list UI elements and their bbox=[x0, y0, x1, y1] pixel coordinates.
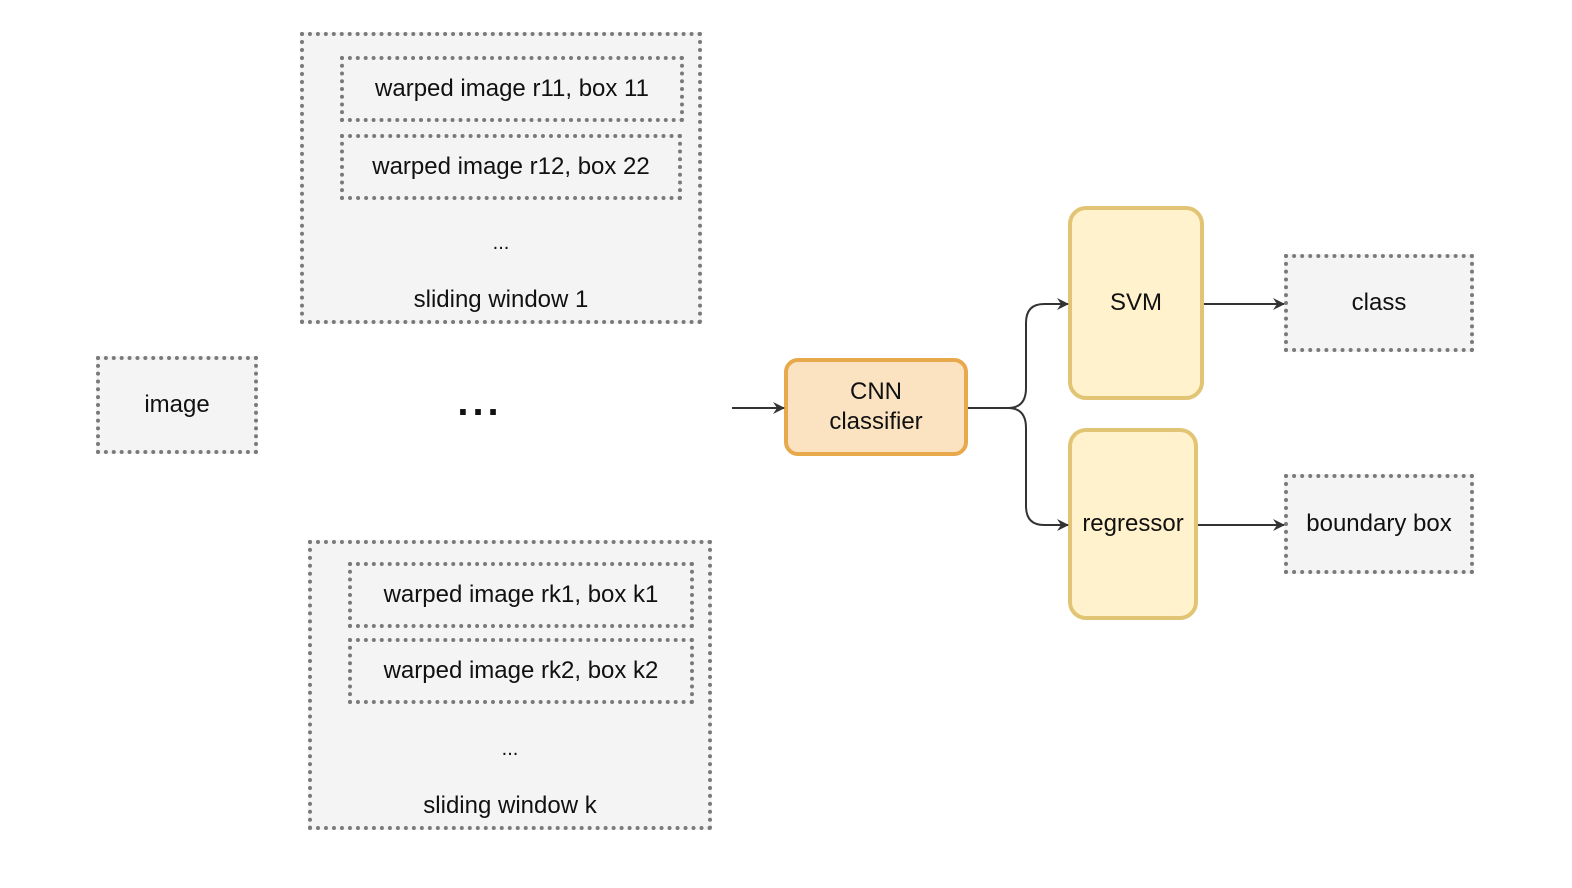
window-k-ellipsis: ... bbox=[501, 738, 519, 760]
boundary-box-output-label: boundary box bbox=[1306, 510, 1452, 537]
warped-image-rk2-label: warped image rk2, box k2 bbox=[383, 657, 659, 684]
sliding-window-k-group: warped image rk1, box k1 warped image rk… bbox=[308, 540, 712, 830]
sliding-window-k-label: sliding window k bbox=[423, 792, 597, 819]
sliding-window-1-group: warped image r11, box 11 warped image r1… bbox=[300, 32, 702, 324]
warped-image-rk1-label: warped image rk1, box k1 bbox=[383, 581, 659, 608]
regressor-label: regressor bbox=[1082, 510, 1184, 537]
cnn-label-line1: CNN bbox=[850, 378, 902, 405]
boundary-box-output-node: boundary box bbox=[1284, 474, 1474, 574]
cnn-classifier-node: CNN classifier bbox=[784, 358, 968, 456]
warped-image-rk2-box: warped image rk2, box k2 bbox=[348, 638, 694, 704]
image-node: image bbox=[96, 356, 258, 454]
svm-label: SVM bbox=[1109, 289, 1162, 316]
regressor-node: regressor bbox=[1068, 428, 1198, 620]
warped-image-r11-label: warped image r11, box 11 bbox=[375, 75, 649, 102]
class-output-label: class bbox=[1351, 289, 1407, 316]
warped-image-r12-box: warped image r12, box 22 bbox=[340, 134, 682, 200]
sliding-window-1-label: sliding window 1 bbox=[413, 286, 589, 313]
arrow-cnn-to-regressor bbox=[1007, 407, 1069, 531]
arrow-cnn-to-svm bbox=[968, 298, 1069, 409]
warped-image-rk1-box: warped image rk1, box k1 bbox=[348, 562, 694, 628]
svm-node: SVM bbox=[1068, 206, 1204, 400]
window-1-ellipsis: ... bbox=[492, 232, 510, 254]
image-node-label: image bbox=[144, 391, 210, 418]
cnn-label-line2: classifier bbox=[829, 408, 923, 435]
class-output-node: class bbox=[1284, 254, 1474, 352]
warped-image-r12-label: warped image r12, box 22 bbox=[372, 153, 650, 180]
sliding-windows-ellipsis: ... bbox=[457, 380, 503, 424]
warped-image-r11-box: warped image r11, box 11 bbox=[340, 56, 684, 122]
